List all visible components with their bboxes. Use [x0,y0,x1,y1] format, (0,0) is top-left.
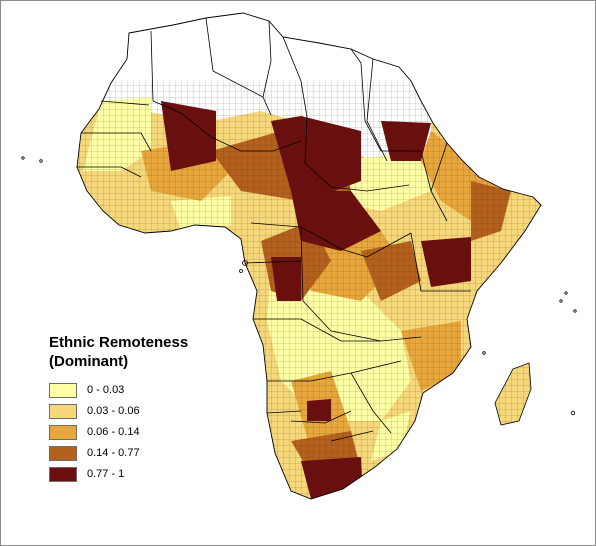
legend-swatch-4 [49,467,77,482]
legend-title-line2: (Dominant) [49,353,129,370]
legend-label-0: 0 - 0.03 [87,384,125,396]
legend-label-1: 0.03 - 0.06 [87,405,140,417]
legend-title: Ethnic Remoteness (Dominant) [49,333,219,371]
legend-item-0: 0 - 0.03 [49,383,219,404]
legend-swatch-1 [49,404,77,419]
legend-item-1: 0.03 - 0.06 [49,404,219,425]
legend-label-2: 0.06 - 0.14 [87,426,140,438]
country-boundaries [77,17,471,442]
legend-swatch-2 [49,425,77,440]
legend-item-4: 0.77 - 1 [49,467,219,488]
map-legend: Ethnic Remoteness (Dominant) 0 - 0.03 0.… [49,333,219,488]
legend-item-2: 0.06 - 0.14 [49,425,219,446]
legend-label-4: 0.77 - 1 [87,468,125,480]
small-islands [21,156,577,416]
legend-swatch-3 [49,446,77,461]
legend-item-3: 0.14 - 0.77 [49,446,219,467]
legend-title-line1: Ethnic Remoteness [49,334,189,351]
madagascar-grid [495,363,531,425]
legend-swatch-0 [49,383,77,398]
legend-label-3: 0.14 - 0.77 [87,447,140,459]
